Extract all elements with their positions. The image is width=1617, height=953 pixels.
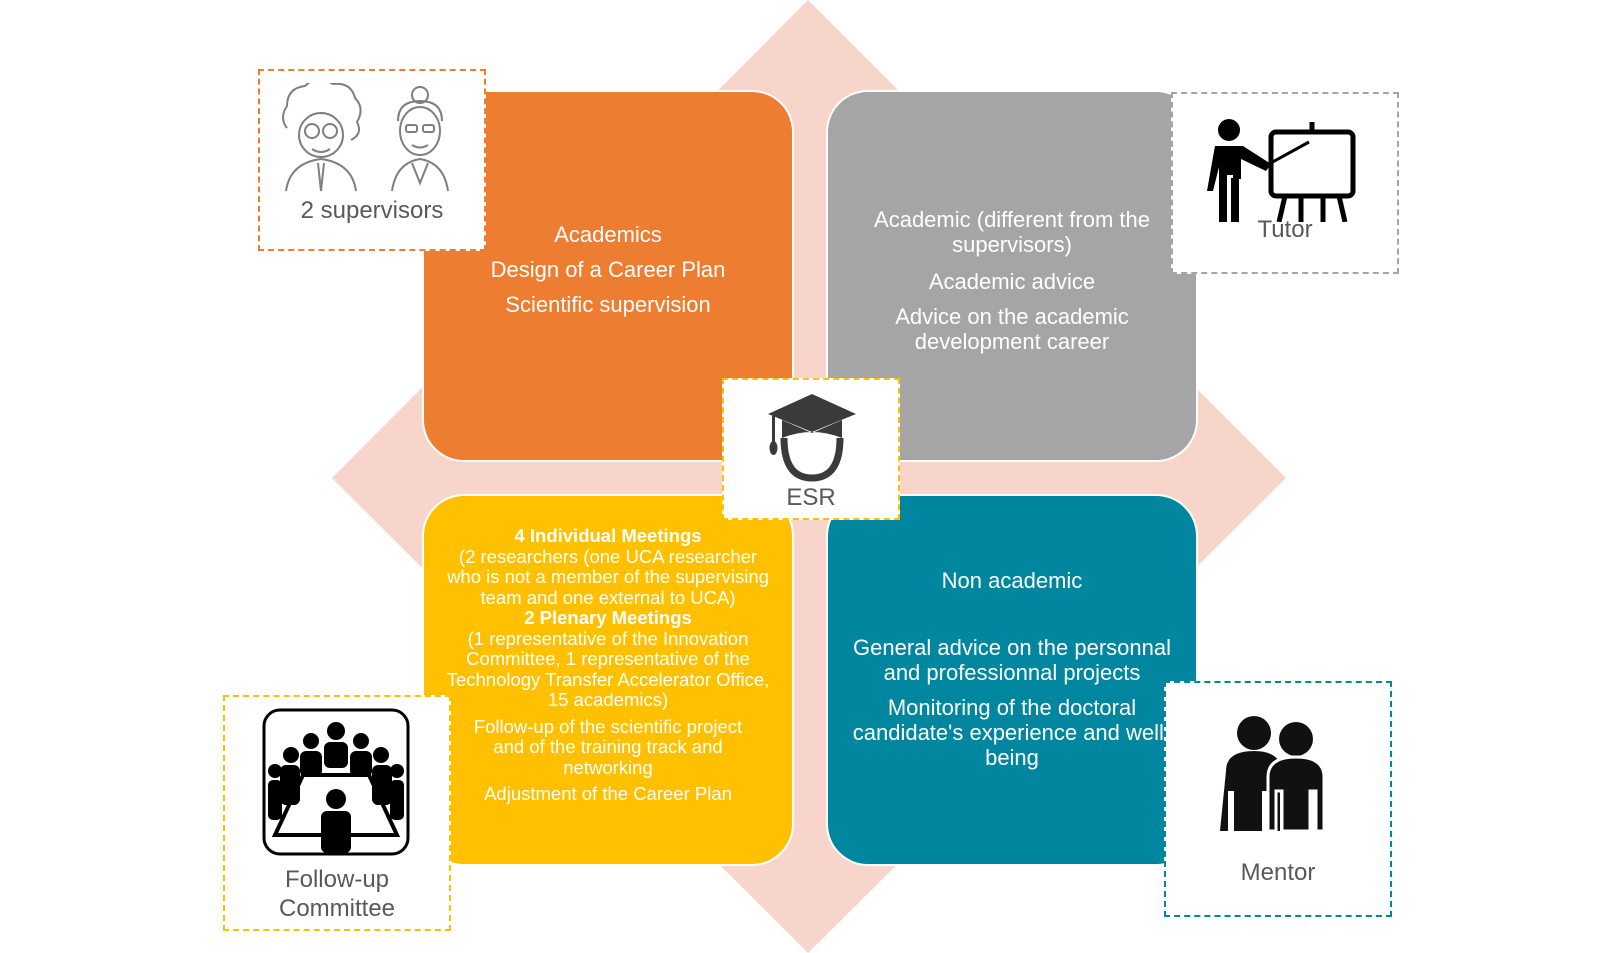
tutor-line-1: Academic (different from the supervisors… [874, 207, 1150, 257]
supervisors-box: 2 supervisors [258, 69, 486, 251]
academic-line-1: Academics [554, 222, 662, 247]
mentor-label: Mentor [1240, 859, 1316, 886]
esr-label: ESR [786, 484, 836, 511]
academic-line-3: Scientific supervision [505, 292, 711, 317]
tutor-line-3: Advice on the academic development caree… [895, 304, 1129, 354]
tutor-box: Tutor [1171, 92, 1399, 274]
esr-box: ESR [722, 378, 900, 520]
supervisors-label: 2 supervisors [300, 197, 444, 224]
committee-label: Follow-up Committee [278, 866, 396, 922]
mentor-box: Mentor [1164, 681, 1392, 917]
mentor-line-1: Non academic [941, 568, 1083, 593]
committee-text-4: Adjustment of the Career Plan [484, 783, 732, 804]
mentor-line-2: General advice on the personnal and prof… [853, 635, 1171, 685]
committee-text-1: (2 researchers (one UCA researcher who i… [447, 545, 769, 608]
committee-heading-2: 2 Plenary Meetings [524, 607, 692, 628]
teacher-board-icon [1207, 119, 1356, 222]
committee-heading-1: 4 Individual Meetings [514, 525, 702, 546]
committee-text-3: Follow-up of the scientific project and … [473, 715, 743, 778]
meeting-table-icon [262, 708, 410, 856]
supervisors-icon [282, 83, 449, 192]
tutor-label: Tutor [1257, 216, 1313, 243]
tutor-line-2: Academic advice [928, 269, 1096, 294]
committee-text-2: (1 representative of the Innovation Comm… [446, 627, 770, 710]
quadrant-committee: 4 Individual Meetings (2 researchers (on… [422, 494, 794, 866]
mentor-line-3: Monitoring of the doctoral candidate's e… [852, 695, 1172, 770]
two-people-icon [1220, 716, 1326, 831]
committee-box: Follow-up Committee [223, 695, 451, 931]
quadrant-mentor: Non academic General advice on the perso… [826, 494, 1198, 866]
quadrant-tutor: Academic (different from the supervisors… [826, 90, 1198, 462]
academic-line-2: Design of a Career Plan [490, 257, 726, 282]
graduate-icon [768, 394, 856, 482]
